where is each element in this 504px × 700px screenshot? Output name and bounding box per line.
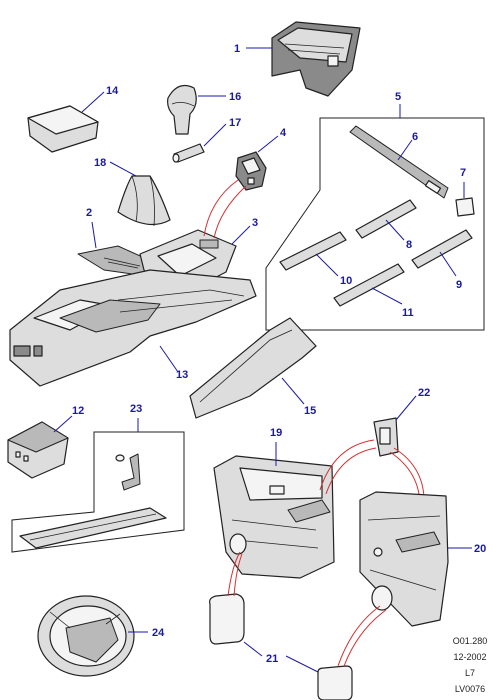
callout-17: 17 xyxy=(229,117,241,129)
callout-16: 16 xyxy=(229,91,241,103)
callout-22: 22 xyxy=(418,387,430,399)
door-clip xyxy=(373,417,399,457)
group-frame-23 xyxy=(11,431,185,553)
speaker-grille-rear xyxy=(317,665,353,700)
heater-control-panel xyxy=(271,21,361,97)
connector-switch-to-panel xyxy=(203,179,247,239)
callout-4: 4 xyxy=(280,127,287,139)
front-door-trim xyxy=(213,455,335,579)
callout-8: 8 xyxy=(406,239,412,251)
callout-5: 5 xyxy=(395,91,401,103)
callout-18: 18 xyxy=(94,157,106,169)
pin xyxy=(172,143,205,163)
callout-14: 14 xyxy=(106,85,119,97)
steering-wheel xyxy=(37,595,135,677)
connector-clip-to-front-door xyxy=(319,439,377,495)
trim-pad-10 xyxy=(279,231,347,271)
reference-model: L7 xyxy=(464,668,475,678)
callout-10: 10 xyxy=(340,275,352,287)
callout-9: 9 xyxy=(456,279,462,291)
reference-code: O01.280 xyxy=(452,636,488,646)
callout-13: 13 xyxy=(176,369,188,381)
bracket xyxy=(115,453,141,491)
callout-2: 2 xyxy=(86,207,92,219)
callout-1: 1 xyxy=(234,43,240,55)
trim-pad-9 xyxy=(411,229,473,269)
callout-24: 24 xyxy=(152,627,165,639)
connector-grille-front xyxy=(227,551,243,597)
trim-strip-long xyxy=(349,125,449,199)
callout-7: 7 xyxy=(460,167,466,179)
connector-grille-rear xyxy=(337,605,387,667)
side-trim-panel xyxy=(189,317,317,419)
speaker-grille-front xyxy=(209,593,245,645)
callout-21: 21 xyxy=(266,653,278,665)
switch xyxy=(235,151,267,191)
trim-pad-11 xyxy=(333,263,405,307)
reference-drawing-number: LV0076 xyxy=(454,684,486,694)
callout-3: 3 xyxy=(252,217,258,229)
callout-20: 20 xyxy=(474,543,486,555)
small-pad xyxy=(455,197,475,217)
reference-date: 12-2002 xyxy=(453,652,487,662)
callout-12: 12 xyxy=(72,405,84,417)
gear-lever-gaiter xyxy=(117,175,171,227)
callout-15: 15 xyxy=(304,405,316,417)
trim-pad-8 xyxy=(355,199,417,239)
gear-knob xyxy=(167,85,197,135)
callout-6: 6 xyxy=(412,131,418,143)
group-frame-5 xyxy=(265,117,485,331)
callout-11: 11 xyxy=(402,307,414,319)
centre-console xyxy=(9,269,257,387)
storage-box xyxy=(7,421,69,479)
rear-door-trim xyxy=(359,491,449,627)
armrest-cushion xyxy=(27,105,99,153)
callout-23: 23 xyxy=(130,403,142,415)
lower-trim-panel xyxy=(19,507,167,549)
callout-19: 19 xyxy=(270,427,282,439)
